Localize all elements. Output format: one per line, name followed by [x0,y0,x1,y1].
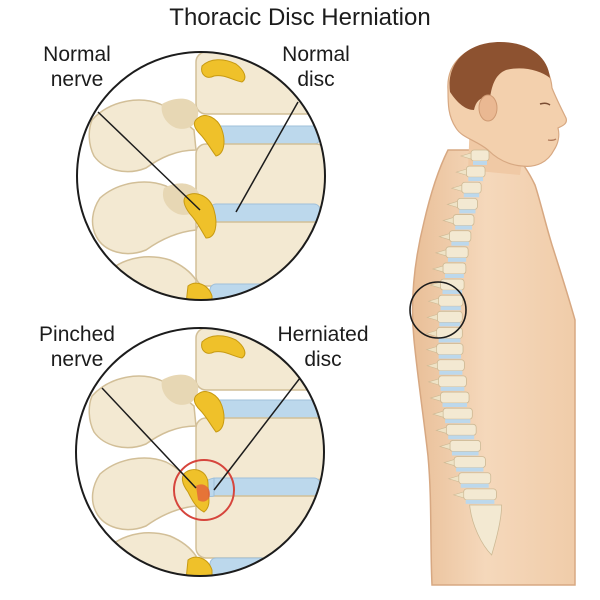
spinous-process [427,378,439,386]
spine-column [425,149,503,556]
label-normal-disc: Normal disc [266,42,366,92]
label-normal-nerve-line2: nerve [50,68,104,91]
spinous-process [434,249,447,257]
leader-herniated-disc [213,377,301,491]
page-title: Thoracic Disc Herniation [169,4,431,31]
spinous-process [438,233,450,241]
leader-pinched-nerve [101,387,197,489]
label-herniated-disc: Herniated disc [258,322,388,372]
vertebra [442,262,467,275]
vertebra [438,375,467,388]
spine-highlight-ring [409,281,467,339]
spine-disc [473,161,487,165]
spine-disc [451,451,479,456]
label-pinched-nerve-line2: nerve [50,348,104,371]
vertebra [448,230,472,243]
vertebra [440,278,465,291]
spine-disc [438,338,461,343]
spine-disc [451,241,469,246]
label-normal-nerve: Normal nerve [22,42,132,92]
label-herniated-disc-line1: Herniated [277,323,369,346]
vertebra [456,198,478,210]
spinous-process [425,330,437,337]
spine-disc [447,257,467,262]
label-normal-disc-line2: disc [297,68,335,91]
spinous-process [450,184,463,192]
spinous-process [455,168,467,176]
spinous-process [442,217,454,224]
human-profile-spine-icon [409,42,576,586]
magnified-herniated-spine-icon [75,327,325,577]
spine-disc [439,370,463,375]
spine-disc [460,483,489,488]
spine-disc [445,419,471,424]
label-pinched-nerve: Pinched nerve [22,322,132,372]
spinous-process [443,459,455,466]
spinous-process [438,443,451,450]
label-herniated-disc-line2: disc [304,348,342,371]
spine-disc [442,290,463,295]
spine-disc [459,209,476,214]
spinous-process [425,346,437,354]
spine-disc [456,467,484,472]
spinous-process [435,426,447,434]
leader-lines [97,101,301,491]
spine-disc [440,386,465,391]
spinous-process [459,152,472,160]
spinous-process [426,362,438,370]
leader-normal-nerve [97,111,201,211]
hair [449,42,550,110]
pinch-highlight-ring [173,459,235,521]
label-pinched-nerve-line1: Pinched [39,323,115,346]
vertebra [452,214,475,226]
spinous-process [429,394,441,402]
label-normal-disc-line1: Normal [282,43,350,66]
vertebra [453,456,486,468]
vertebra [436,343,464,356]
spine-disc [442,403,468,408]
spine-disc [455,225,473,230]
vertebra [461,181,482,194]
spinous-process [429,281,441,289]
ear [478,94,498,122]
vertebra [436,359,465,372]
label-normal-nerve-line1: Normal [43,43,111,66]
vertebra [458,472,492,485]
spine-disc [438,354,462,359]
spinous-process [432,410,444,418]
vertebra [449,440,481,452]
vertebra [440,391,470,404]
vertebra [438,294,464,307]
spine-disc [463,193,480,198]
leader-normal-disc [235,101,299,213]
spine-disc [448,435,475,440]
spine-disc [465,499,495,504]
vertebra [445,246,469,259]
spinous-process [447,475,460,483]
spinous-process [426,313,438,321]
spinous-process [452,491,464,499]
spine-disc [468,177,484,182]
vertebra [445,423,477,436]
sacrum [469,504,503,556]
vertebra [442,407,473,420]
spine-disc [439,322,461,327]
vertebra [463,488,497,501]
spinous-process [446,201,458,208]
vertebra [470,149,490,162]
spinous-process [427,297,439,305]
vertebra [436,310,463,323]
spine-disc [444,273,464,278]
spinous-process [431,265,444,273]
spine-disc [440,306,461,311]
vertebra [465,165,486,178]
